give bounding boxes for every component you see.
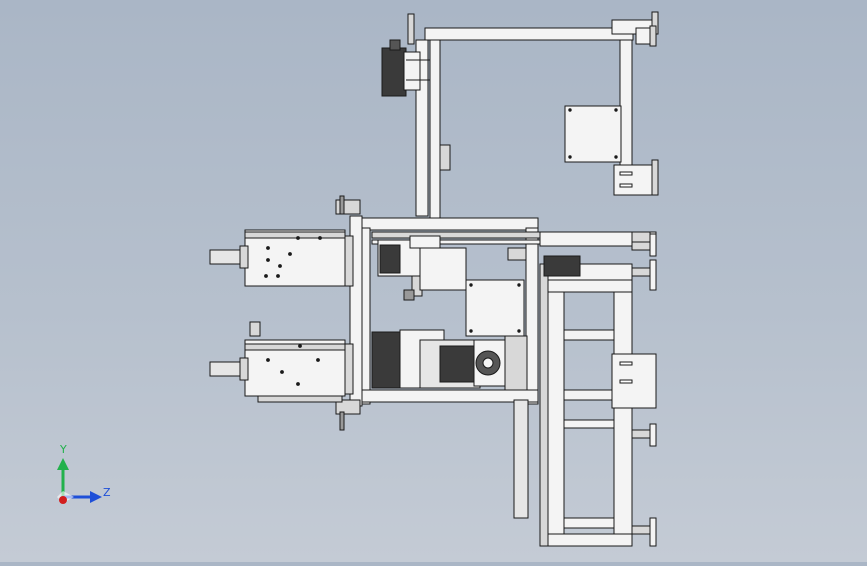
triad-z-label: Z [103,486,111,499]
z-arrow-head [90,491,102,503]
triad-y-label: Y [60,443,67,456]
main-frame[interactable] [335,195,539,431]
lower-slide-unit[interactable] [209,321,354,403]
y-arrow-head [57,458,69,470]
middle-carriage[interactable] [377,235,527,301]
middle-control-box[interactable] [465,279,525,337]
base-frame[interactable] [513,255,657,547]
lower-drive-cluster[interactable] [371,329,528,391]
coordinate-triad [57,458,102,504]
leveling-feet[interactable] [631,233,657,547]
upper-motor-assembly[interactable] [381,13,430,97]
x-axis-origin [59,496,67,504]
upper-slide-unit[interactable] [209,229,354,287]
upper-control-plate[interactable] [564,105,659,196]
